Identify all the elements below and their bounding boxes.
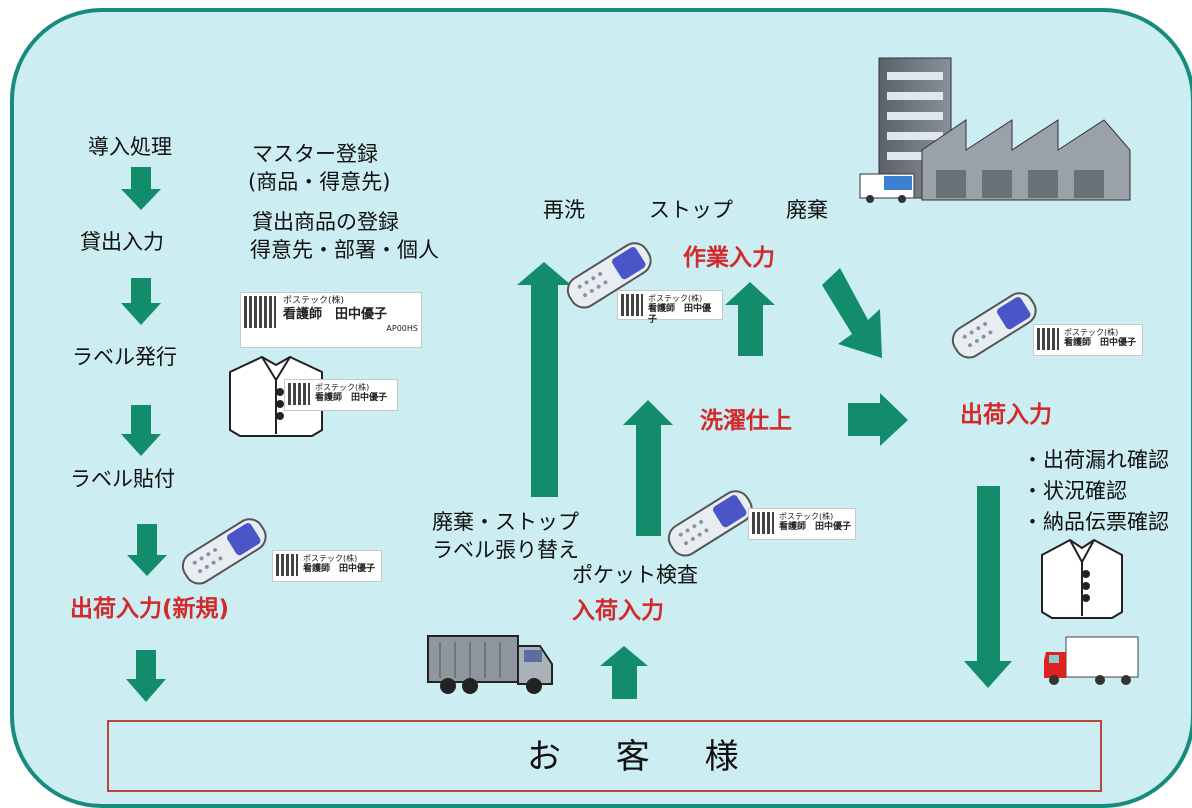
shipping-input: 出荷入力: [960, 402, 1052, 428]
label-dispose: 廃棄: [786, 198, 828, 222]
label-stop: ストップ: [649, 198, 733, 222]
scanner-icon-3: [951, 292, 1037, 359]
qr-code-icon: [244, 296, 276, 328]
step-label-issue: ラベル発行: [72, 345, 177, 369]
arrow-down-2: [121, 278, 161, 325]
arrow-up-work: [725, 282, 775, 356]
scanner-icon-1: [181, 518, 267, 585]
arrow-down-4: [127, 524, 167, 576]
label-code: AP00HS: [386, 323, 418, 333]
middle-arrows: [517, 262, 1012, 699]
arrow-up-receiving: [600, 646, 648, 699]
label-name: 看護師 田中優子: [648, 304, 712, 326]
qr-code-icon: [288, 383, 310, 405]
scanner-icon-4: [667, 490, 753, 557]
scanner-icon-2: [566, 242, 652, 309]
relabel-line-1: 廃棄・ストップ: [432, 510, 579, 534]
step-shipping-new: 出荷入力(新規): [70, 596, 230, 622]
label-company: ポステック(株): [303, 554, 358, 563]
note-master-1: マスター登録: [252, 142, 378, 166]
check-status: ・状況確認: [1022, 479, 1127, 503]
barcode-label-work: ポステック(株) 看護師 田中優子: [617, 290, 723, 325]
pocket-check: ポケット検査: [572, 563, 698, 587]
small-truck-icon: [1044, 636, 1139, 685]
arrow-diag-work-to-ship: [822, 268, 882, 358]
relabel-line-2: ラベル張り替え: [432, 538, 579, 562]
barcode-label-large: ポステック(株) 看護師 田中優子 AP00HS: [240, 292, 422, 348]
label-name: 看護師 田中優子: [779, 522, 852, 532]
label-name: 看護師 田中優子: [283, 307, 388, 323]
factory-icon: [859, 57, 1131, 203]
qr-code-icon: [621, 294, 643, 316]
note-rental-1: 貸出商品の登録: [252, 210, 399, 234]
arrow-down-ship-to-customer: [964, 486, 1012, 688]
barcode-label-ship: ポステック(株) 看護師 田中優子: [1033, 324, 1143, 356]
qr-code-icon: [1037, 328, 1059, 350]
barcode-label-left-scanner: ポステック(株) 看護師 田中優子: [272, 550, 382, 582]
label-company: ポステック(株): [283, 296, 345, 306]
arrow-right-wash-to-ship: [848, 393, 908, 446]
work-input: 作業入力: [683, 245, 775, 271]
arrow-down-5: [126, 650, 166, 702]
barcode-label-receive: ポステック(株) 看護師 田中優子: [748, 508, 856, 540]
shirt-icon-right: [1041, 538, 1123, 619]
arrow-down-3: [121, 405, 161, 456]
label-company: ポステック(株): [315, 383, 370, 392]
label-name: 看護師 田中優子: [1064, 338, 1137, 348]
left-flow-arrows: [121, 167, 167, 702]
customer-box-outline: [107, 720, 1102, 792]
qr-code-icon: [752, 512, 774, 534]
arrow-down-1: [121, 167, 161, 210]
label-rewash: 再洗: [543, 198, 585, 222]
arrow-up-long: [517, 262, 571, 497]
check-missing-shipment: ・出荷漏れ確認: [1022, 448, 1169, 472]
label-name: 看護師 田中優子: [315, 393, 388, 403]
barcode-label-shirt: ポステック(株) 看護師 田中優子: [284, 379, 398, 411]
step-label-attach: ラベル貼付: [70, 467, 175, 491]
receiving-input: 入荷入力: [572, 598, 664, 624]
note-rental-2: 得意先・部署・個人: [250, 238, 439, 262]
step-rental-input: 貸出入力: [80, 230, 164, 254]
step-intro: 導入処理: [88, 135, 172, 159]
qr-code-icon: [276, 554, 298, 576]
label-company: ポステック(株): [779, 512, 834, 521]
washing-finish: 洗濯仕上: [700, 408, 792, 434]
note-master-2: (商品・得意先): [248, 170, 391, 194]
label-company: ポステック(株): [648, 294, 703, 303]
label-company: ポステック(株): [1064, 328, 1119, 337]
check-delivery-slip: ・納品伝票確認: [1022, 510, 1169, 534]
customer-label: お 客 様: [527, 737, 761, 777]
label-name: 看護師 田中優子: [303, 564, 376, 574]
arrow-up-washing: [623, 400, 673, 536]
truck-icon: [427, 635, 553, 694]
